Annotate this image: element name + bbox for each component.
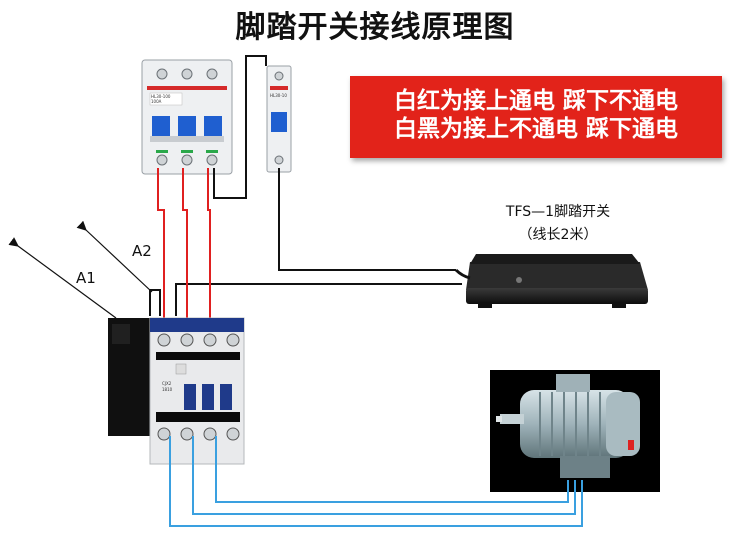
coil-label-a1: A1 <box>76 269 96 287</box>
svg-text:HL30-100: HL30-100 <box>151 94 171 99</box>
svg-text:HL30-10: HL30-10 <box>270 93 287 98</box>
note-line-2: 白黑为接上不通电 踩下通电 <box>393 116 678 142</box>
diagram-title: 脚踏开关接线原理图 <box>235 10 515 45</box>
terminal-screw-icon <box>156 68 168 80</box>
terminal-screw-icon <box>206 68 218 80</box>
terminal-screw-icon <box>274 155 284 165</box>
coil-label-a2: A2 <box>132 242 152 260</box>
breaker-handle-icon <box>271 112 287 132</box>
breaker-handle-icon <box>152 116 170 136</box>
terminal-screw-icon <box>181 154 193 166</box>
note-line-1: 白红为接上通电 踩下不通电 <box>393 88 678 114</box>
wiring-note-box: 白红为接上通电 踩下不通电 白黑为接上不通电 踩下通电 <box>350 76 722 158</box>
pedal-screw-icon <box>516 277 522 283</box>
foot-pedal-switch <box>454 254 648 308</box>
terminal-screw-icon <box>274 71 284 81</box>
breaker-handle-icon <box>204 116 222 136</box>
pedal-cable-length: （线长2米） <box>518 227 598 243</box>
svg-text:CJX2: CJX2 <box>162 381 172 386</box>
control-wires-black <box>149 55 462 316</box>
single-pole-breaker: HL30-10 <box>266 65 292 173</box>
power-wires-red <box>157 168 211 336</box>
three-phase-breaker: HL30-100 100A <box>141 59 233 175</box>
terminal-screw-icon <box>206 154 218 166</box>
breaker-handle-icon <box>178 116 196 136</box>
svg-text:100A: 100A <box>151 99 162 104</box>
motor-wires-blue <box>169 436 583 527</box>
pedal-label: TFS—1脚踏开关 <box>505 204 611 220</box>
motor-image <box>490 370 660 492</box>
svg-text:1810: 1810 <box>162 387 173 392</box>
a2-pointer-arrow <box>76 220 153 293</box>
contactor: CJX2 1810 <box>108 317 245 465</box>
a1-pointer-arrow <box>8 237 117 319</box>
terminal-screw-icon <box>156 154 168 166</box>
terminal-screw-icon <box>181 68 193 80</box>
